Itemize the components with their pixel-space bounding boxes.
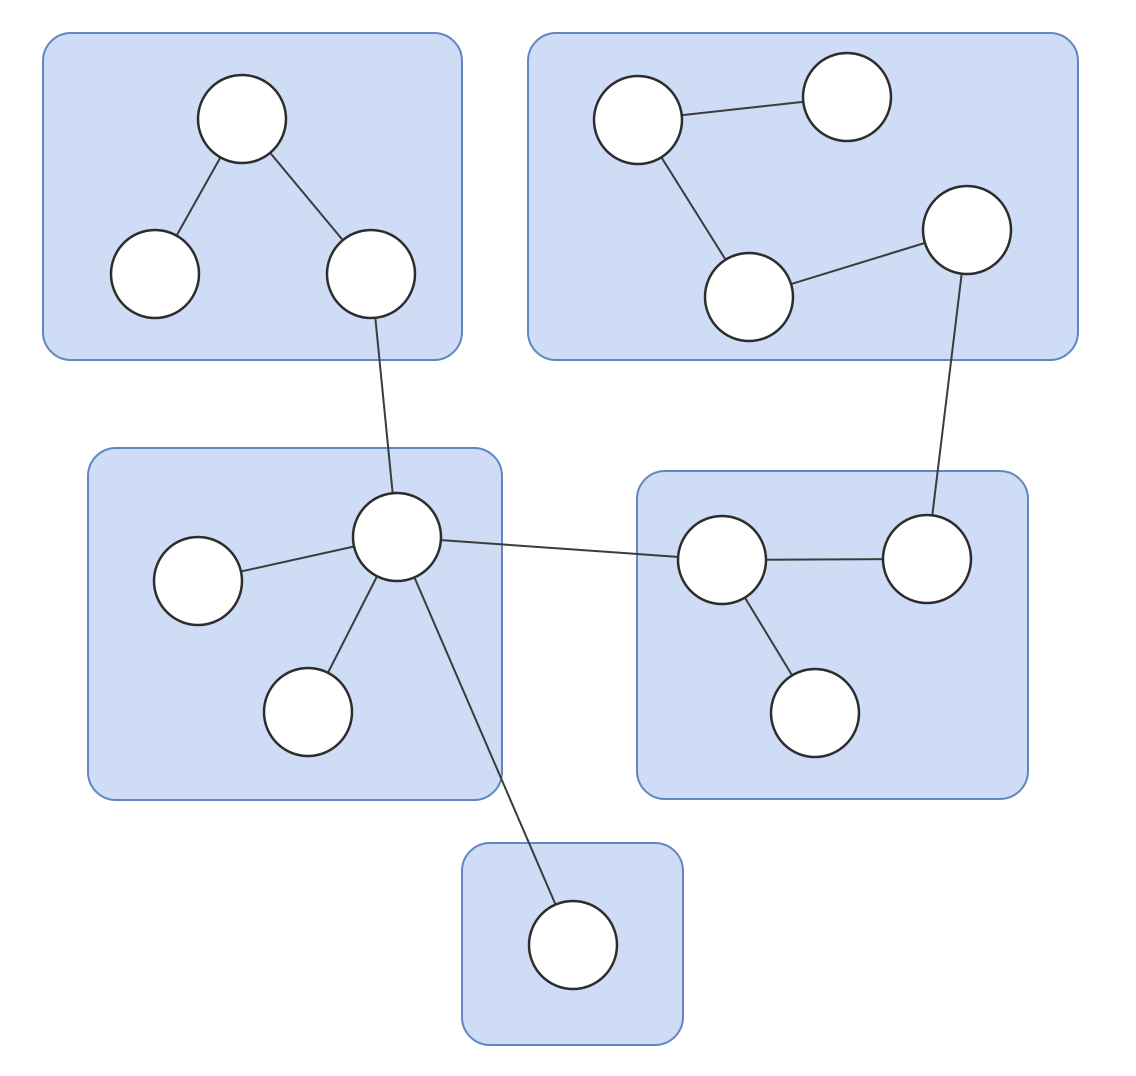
node-n7 — [921, 184, 1013, 276]
node-n14 — [527, 899, 619, 991]
node-n3 — [325, 228, 417, 320]
node-n11 — [676, 514, 768, 606]
node-n8 — [351, 491, 443, 583]
edge-n7-n12 — [926, 229, 968, 560]
node-n6 — [703, 251, 795, 343]
node-n2 — [109, 228, 201, 320]
node-n4 — [592, 74, 684, 166]
node-n1 — [196, 73, 288, 165]
edge-n8-n14 — [396, 536, 574, 946]
edge-n8-n11 — [396, 536, 723, 561]
node-n10 — [262, 666, 354, 758]
node-n9 — [152, 535, 244, 627]
node-n13 — [769, 667, 861, 759]
node-n5 — [801, 51, 893, 143]
node-layer — [109, 51, 1013, 991]
node-n12 — [881, 513, 973, 605]
